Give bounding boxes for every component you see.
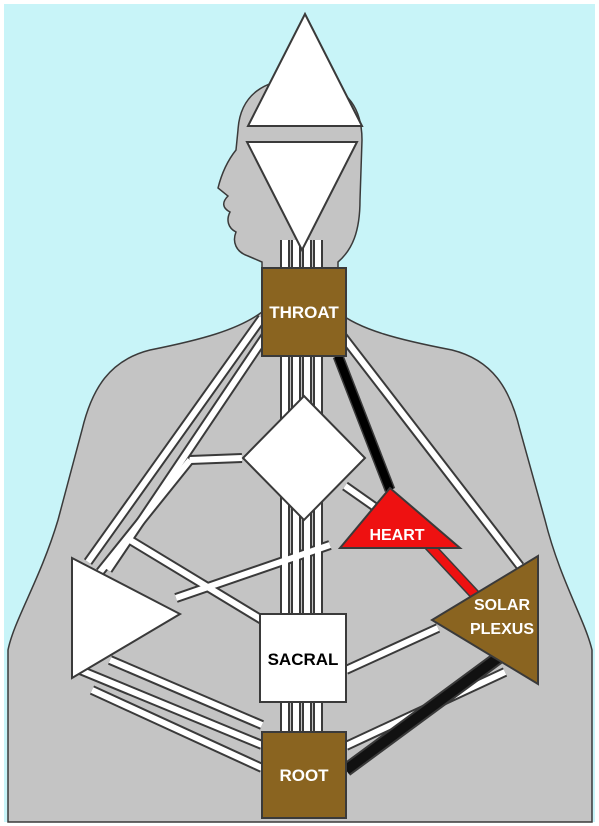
throat-label: THROAT <box>269 303 339 322</box>
heart-label: HEART <box>369 527 424 544</box>
solar-plexus-label-line2: PLEXUS <box>470 621 534 638</box>
solar-plexus-label-line1: SOLAR <box>474 597 530 614</box>
root-label: ROOT <box>279 766 329 785</box>
channel-line <box>190 458 242 460</box>
sacral-label: SACRAL <box>268 650 339 669</box>
